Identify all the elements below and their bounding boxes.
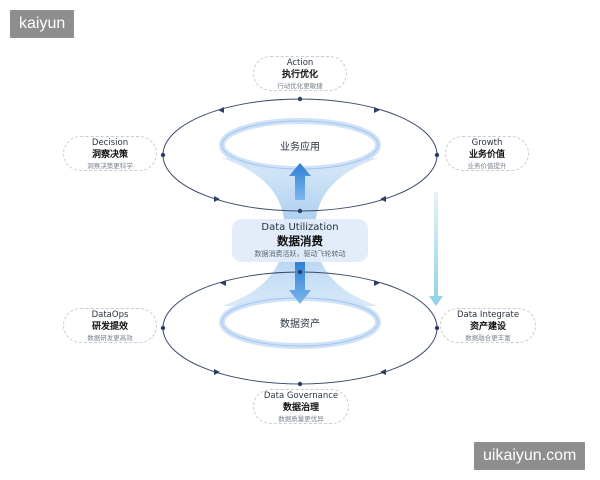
node-dataops-sub: 数据研发更高效 (87, 334, 133, 342)
bottom-ring-label: 数据资产 (280, 319, 320, 330)
node-dataops-en: DataOps (91, 310, 129, 320)
center-en: Data Utilization (261, 222, 339, 233)
node-action-sub: 行动优化更敏捷 (277, 82, 323, 90)
node-integrate-sub: 数据融合更丰富 (465, 334, 511, 342)
node-decision-en: Decision (91, 138, 129, 148)
center-data-utilization: Data Utilization 数据消费 数据消费活跃，驱动飞轮转动 (232, 219, 368, 262)
node-growth: Growth 业务价值 业务价值提升 (445, 136, 529, 171)
node-growth-sub: 业务价值提升 (467, 162, 507, 170)
node-dataops: DataOps 研发提效 数据研发更高效 (63, 308, 157, 343)
node-growth-en: Growth (471, 138, 503, 148)
down-arrow (289, 262, 311, 304)
node-governance-zh: 数据治理 (282, 403, 319, 413)
node-governance-en: Data Governance (263, 391, 339, 401)
center-sub: 数据消费活跃，驱动飞轮转动 (254, 250, 346, 258)
node-action-zh: 执行优化 (281, 70, 318, 80)
ring-dots (160, 96, 440, 387)
node-integrate-zh: 资产建设 (469, 322, 506, 332)
node-dataops-zh: 研发提效 (91, 322, 128, 332)
watermark-bottom: uikaiyun.com (474, 442, 586, 470)
node-governance-sub: 数据质量更优异 (278, 415, 324, 423)
ring-direction-arrows (214, 107, 386, 375)
node-growth-zh: 业务价值 (468, 150, 505, 160)
node-data-integrate: Data Integrate 资产建设 数据融合更丰富 (440, 308, 536, 343)
node-decision: Decision 洞察决策 洞察决策更科学 (63, 136, 157, 171)
node-decision-sub: 洞察决策更科学 (87, 162, 133, 170)
up-arrow (289, 163, 311, 200)
node-action-en: Action (286, 58, 314, 68)
watermark-top: kaiyun (10, 10, 75, 38)
side-arrow (429, 192, 443, 306)
node-action: Action 执行优化 行动优化更敏捷 (253, 56, 347, 91)
node-data-governance: Data Governance 数据治理 数据质量更优异 (253, 389, 349, 424)
top-ring-label: 业务应用 (280, 142, 320, 153)
center-zh: 数据消费 (277, 234, 323, 248)
node-decision-zh: 洞察决策 (91, 150, 128, 160)
node-integrate-en: Data Integrate (456, 310, 520, 320)
